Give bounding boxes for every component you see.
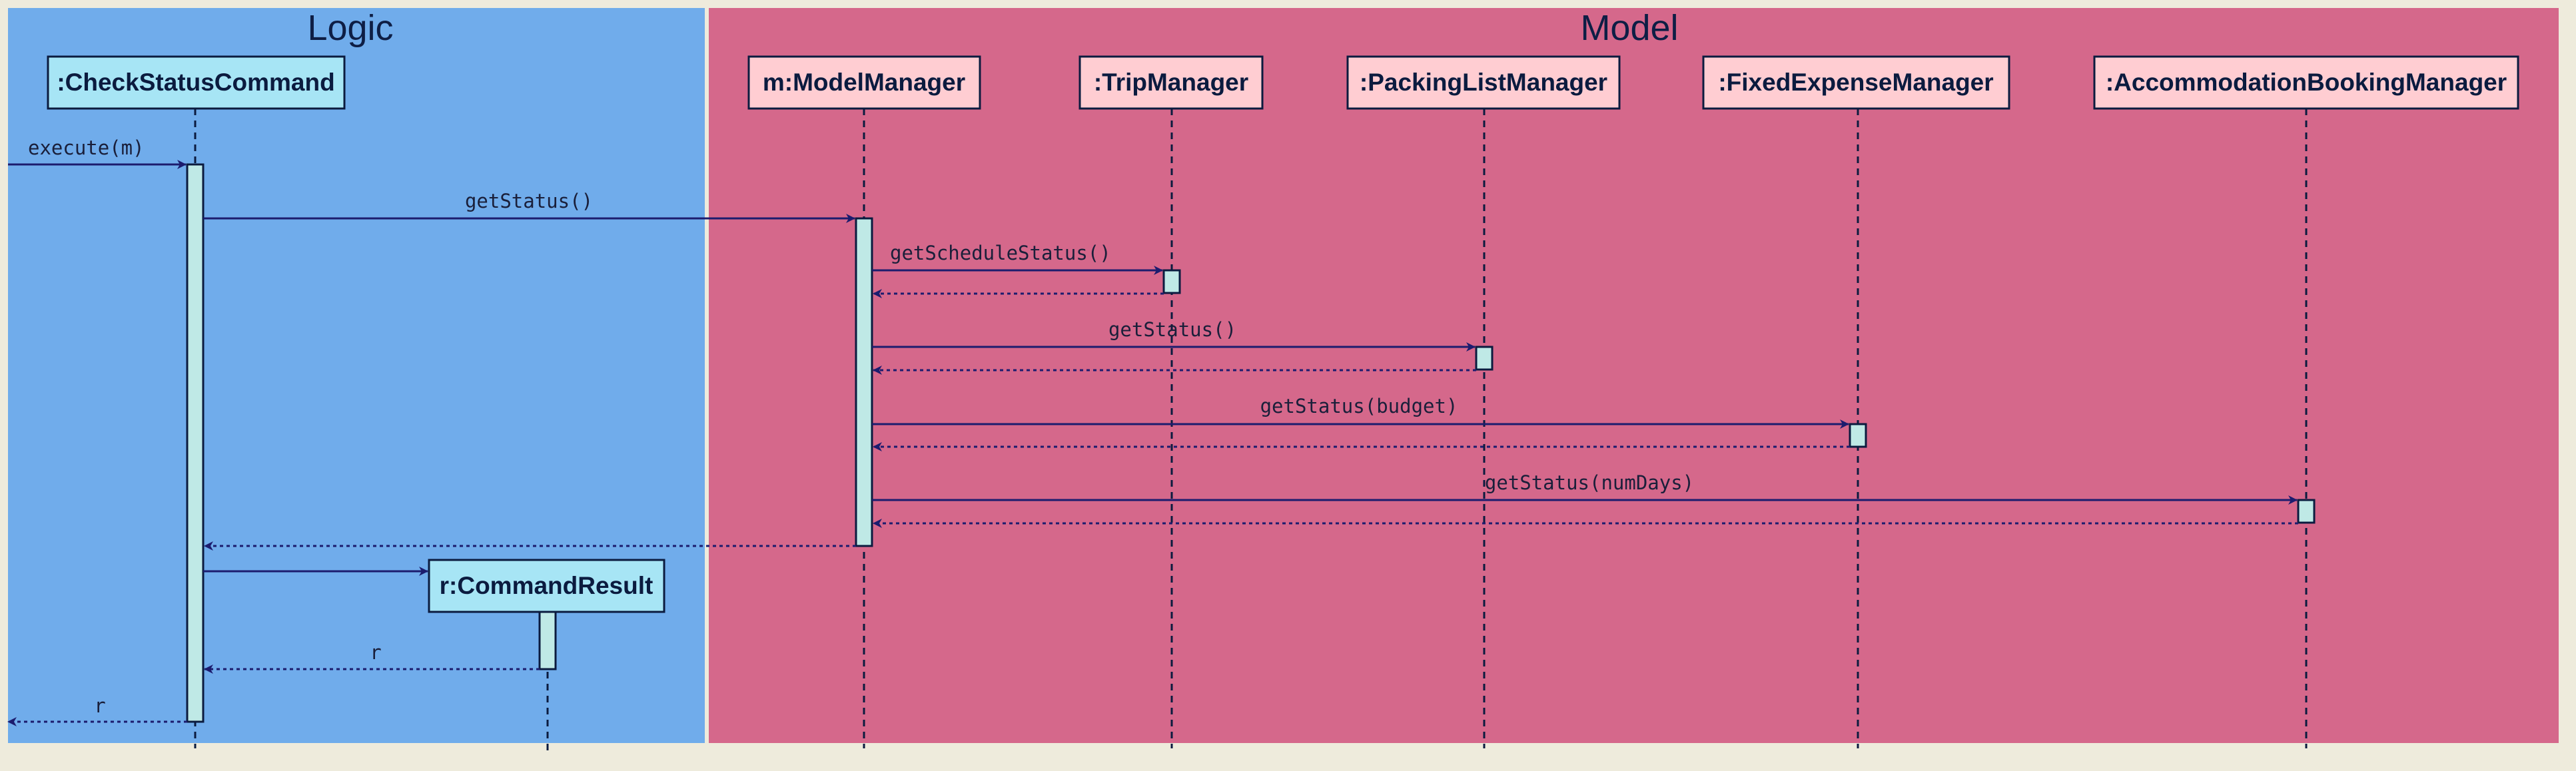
label-getstatus-packing: getStatus(): [1108, 318, 1236, 341]
participant-fixedexpensemanager: :FixedExpenseManager: [1702, 55, 2010, 110]
group-title-logic: Logic: [307, 8, 393, 48]
participant-tripmanager: :TripManager: [1078, 55, 1264, 110]
label-execute: execute(m): [28, 136, 145, 159]
messages: [7, 160, 2298, 726]
svg-text::PackingListManager: :PackingListManager: [1360, 69, 1607, 96]
participant-modelmanager: m:ModelManager: [747, 55, 981, 110]
group-title-model: Model: [1580, 8, 1678, 48]
activation-accommodationbookingmanager: [2297, 499, 2316, 524]
label-getstatus-budget: getStatus(budget): [1260, 395, 1458, 417]
activation-modelmanager: [855, 217, 873, 547]
participant-accommodationbookingmanager: :AccommodationBookingManager: [2093, 55, 2519, 110]
participant-checkstatuscommand: :CheckStatusCommand: [47, 55, 346, 110]
svg-text:m:ModelManager: m:ModelManager: [763, 69, 965, 96]
activation-checkstatuscommand: [186, 163, 205, 723]
activations: [186, 163, 2316, 723]
group-model: [709, 8, 2559, 743]
label-getstatus-numdays: getStatus(numDays): [1485, 471, 1694, 494]
label-getschedulestatus: getScheduleStatus(): [890, 242, 1111, 264]
label-return-r-commandresult: r: [370, 641, 381, 664]
svg-text::AccommodationBookingManager: :AccommodationBookingManager: [2106, 69, 2507, 96]
svg-text::FixedExpenseManager: :FixedExpenseManager: [1718, 69, 1993, 96]
participant-commandresult: r:CommandResult: [428, 559, 665, 613]
svg-text::CheckStatusCommand: :CheckStatusCommand: [57, 69, 334, 96]
label-getstatus: getStatus(): [465, 190, 593, 212]
label-return-r-external: r: [94, 694, 105, 717]
activation-packinglistmanager: [1475, 346, 1494, 371]
activation-commandresult: [538, 611, 557, 670]
activation-tripmanager: [1162, 269, 1181, 294]
svg-text:r:CommandResult: r:CommandResult: [440, 572, 653, 599]
svg-text::TripManager: :TripManager: [1094, 69, 1248, 96]
group-logic: [8, 8, 705, 743]
participant-packinglistmanager: :PackingListManager: [1346, 55, 1621, 110]
message-labels: execute(m) getStatus() getScheduleStatus…: [28, 136, 1694, 717]
activation-fixedexpensemanager: [1849, 423, 1867, 448]
